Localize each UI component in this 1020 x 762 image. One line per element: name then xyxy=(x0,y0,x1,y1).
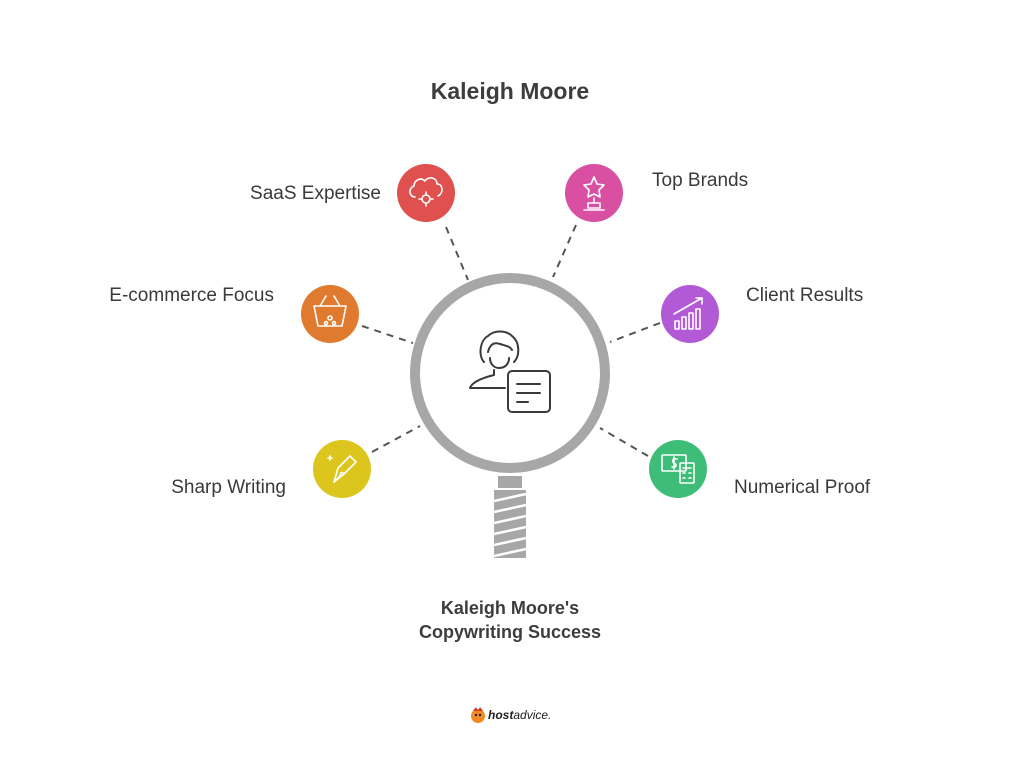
magnifier-handle xyxy=(493,476,527,558)
node-numerical-proof xyxy=(649,440,707,498)
node-client-results xyxy=(661,285,719,343)
label-saas-expertise: SaaS Expertise xyxy=(250,183,381,204)
pen-nib-icon xyxy=(327,455,357,483)
center-caption: Kaleigh Moore's Copywriting Success xyxy=(0,596,1020,644)
label-ecommerce-focus: E-commerce Focus xyxy=(109,285,274,306)
node-top-brands xyxy=(565,164,623,222)
trophy-star-icon xyxy=(583,176,605,211)
logo-host-text: host xyxy=(488,708,514,722)
caption-line-1: Kaleigh Moore's xyxy=(440,598,580,618)
growth-chart-icon xyxy=(673,297,703,330)
cloud-gear-icon xyxy=(409,177,443,207)
node-sharp-writing xyxy=(313,440,371,498)
label-top-brands: Top Brands xyxy=(652,170,749,191)
logo-advice-text: advice. xyxy=(513,708,552,722)
logo-mascot-icon xyxy=(471,707,485,723)
shopping-basket-icon xyxy=(313,295,347,327)
connector-proof xyxy=(599,427,649,457)
connector-ecommerce xyxy=(361,325,414,344)
connector-saas xyxy=(445,226,469,281)
money-calculator-icon xyxy=(661,454,695,484)
label-client-results: Client Results xyxy=(746,285,864,306)
node-ecommerce-focus xyxy=(301,285,359,343)
connectors xyxy=(361,224,661,457)
writer-document-icon xyxy=(469,330,551,413)
magnifier-lens xyxy=(410,273,610,473)
label-numerical-proof: Numerical Proof xyxy=(734,477,871,498)
node-saas-expertise xyxy=(397,164,455,222)
connector-writing xyxy=(371,425,421,453)
connector-results xyxy=(609,322,661,343)
connector-brands xyxy=(552,224,577,278)
label-sharp-writing: Sharp Writing xyxy=(171,477,286,498)
caption-line-2: Copywriting Success xyxy=(418,622,602,642)
diagram-title: Kaleigh Moore xyxy=(430,78,590,104)
